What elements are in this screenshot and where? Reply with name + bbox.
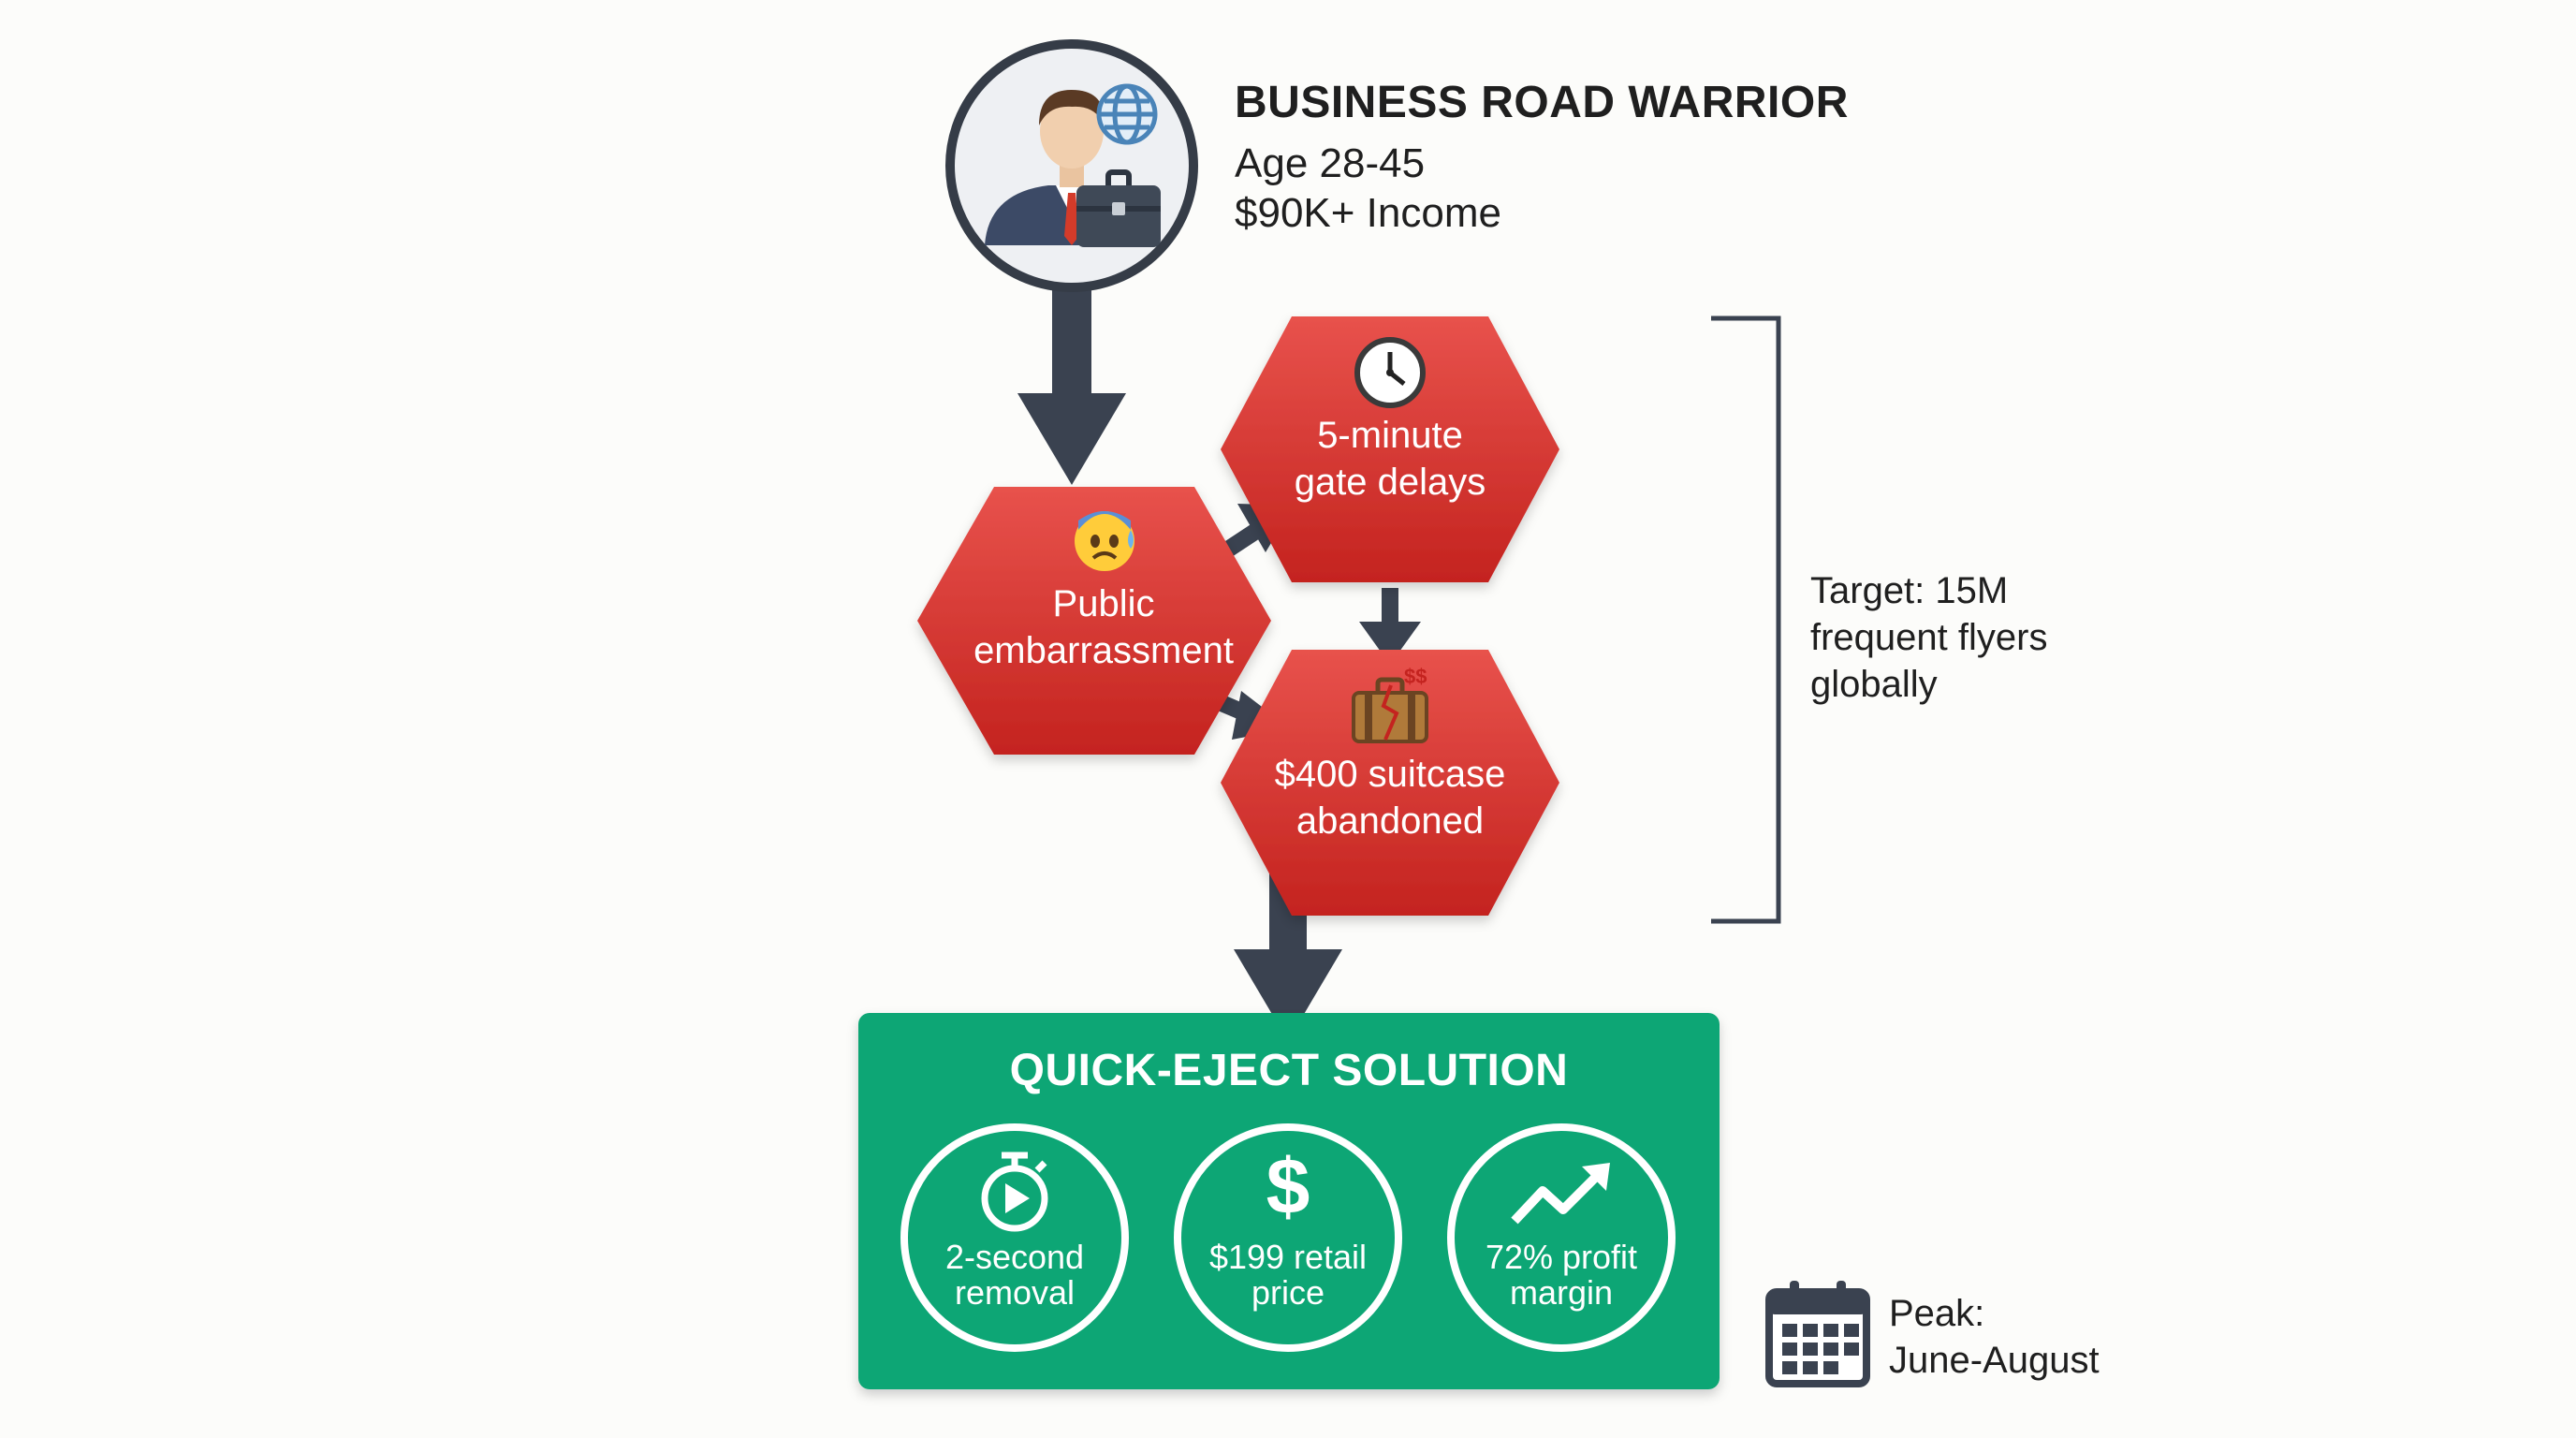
solution-box [858,1013,1720,1389]
trend-up-icon [1511,1163,1610,1225]
feature-circle-price [1174,1123,1402,1352]
broken-suitcase-icon [1352,677,1428,743]
pain-embarrassment-label: Public embarrassment [973,583,1234,671]
feature-circle-speed [900,1123,1129,1352]
arrow-persona-to-embarrassment [1017,281,1126,485]
feature-price-label: $199 retail price [1208,1238,1368,1312]
feature-circle-margin [1447,1123,1676,1352]
calendar-icon [1765,1281,1870,1387]
feature-margin-label: 72% profit margin [1485,1238,1638,1312]
target-audience-text: Target: 15M frequent flyers globally [1810,570,2048,705]
target-bracket [1711,315,1781,924]
globe-icon [1096,83,1158,145]
arrow-gate-delays-to-suitcase [1359,588,1421,665]
persona-avatar [945,39,1198,292]
suitcase-money-mark: $$ [1404,665,1427,688]
peak-season-text: Peak: June-August [1889,1293,2100,1381]
persona-age: Age 28-45 [1235,140,1426,186]
persona-title: BUSINESS ROAD WARRIOR [1235,78,1849,127]
clock-icon [1354,337,1426,408]
solution-title: QUICK-EJECT SOLUTION [1009,1046,1569,1095]
stopwatch-icon [981,1152,1048,1232]
anxious-face-icon [1075,511,1134,571]
hex-suitcase [1221,650,1559,916]
dollar-icon: $ [1266,1142,1310,1230]
briefcase-icon [1076,169,1161,247]
feature-speed-label: 2-second removal [944,1238,1085,1312]
hex-gate-delays [1221,316,1559,582]
pain-suitcase-label: $400 suitcase abandoned [1274,754,1506,842]
persona-income: $90K+ Income [1235,190,1501,236]
hex-embarrassment [917,487,1271,755]
pain-gate-delays-label: 5-minute gate delays [1294,415,1486,503]
